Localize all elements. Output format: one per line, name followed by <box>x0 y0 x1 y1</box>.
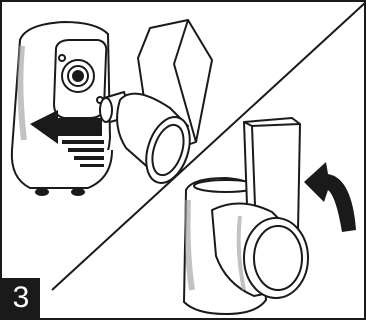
panel-divider-line <box>51 1 366 291</box>
slicer-attachment-bottom <box>211 117 309 299</box>
straight-arrow-icon <box>30 110 104 167</box>
curved-arrow-icon <box>304 162 356 232</box>
slicer-attachment-top <box>99 19 213 184</box>
base-unit-top <box>10 21 113 196</box>
step-number-badge: 3 <box>2 278 40 318</box>
